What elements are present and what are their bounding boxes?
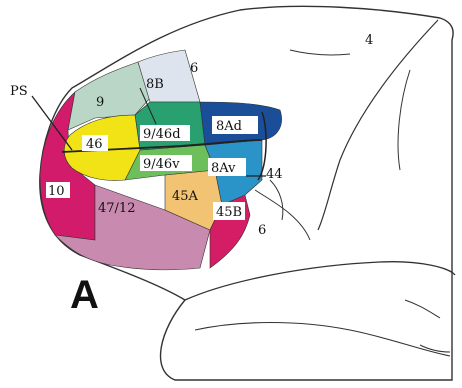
sulcus-small-2: [420, 345, 450, 352]
label-area-47-12: 47/12: [98, 201, 135, 216]
label-area-4: 4: [365, 33, 373, 48]
label-area-45A: 45A: [172, 189, 199, 204]
label-area-45B: 45B: [216, 205, 242, 220]
label-area-9: 9: [96, 95, 104, 110]
label-ps: PS: [10, 84, 28, 99]
label-area-6-top: 6: [190, 61, 198, 76]
posterior-sulcus-2: [270, 180, 283, 220]
label-area-9-46d: 9/46d: [143, 127, 181, 142]
label-area-46: 46: [86, 137, 103, 152]
label-area-10: 10: [48, 184, 65, 199]
label-area-9-46v: 9/46v: [143, 157, 180, 172]
central-sulcus: [318, 20, 438, 230]
label-area-8B: 8B: [146, 77, 164, 92]
temporal-lobe-outline: [185, 262, 455, 300]
arcuate-sulcus-extension: [290, 50, 350, 55]
label-area-8Ad: 8Ad: [216, 119, 242, 134]
label-area-44: 44: [266, 167, 283, 182]
sulcus-small-1: [405, 300, 440, 318]
panel-letter: A: [70, 273, 99, 317]
temporal-lobe-bottom: [195, 323, 450, 357]
label-area-6-bottom: 6: [258, 223, 266, 238]
posterior-sulcus-1: [398, 70, 410, 170]
label-area-8Av: 8Av: [211, 161, 236, 176]
